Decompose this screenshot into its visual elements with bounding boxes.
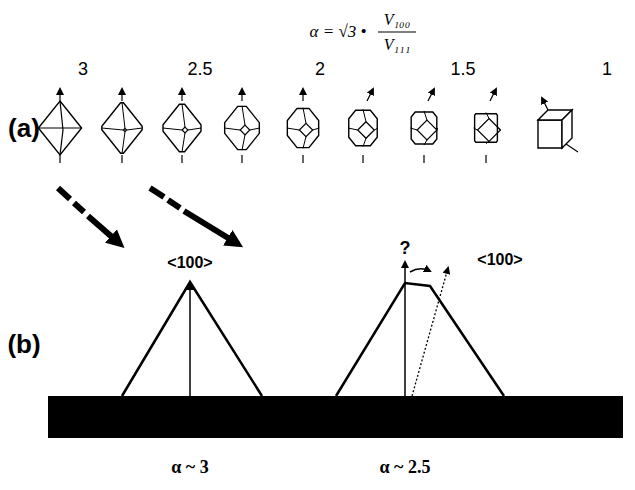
crystal-stroke — [348, 128, 358, 130]
crystal-stroke — [374, 128, 378, 130]
crystal-stroke — [250, 128, 260, 130]
crystal-stroke — [38, 127, 81, 128]
crystal-stroke — [122, 103, 125, 129]
crystal-stroke — [127, 128, 143, 130]
crystal-stroke — [122, 132, 125, 154]
crystal-stroke — [410, 128, 417, 130]
crystal-stroke — [303, 108, 306, 124]
alpha-value: 1 — [602, 60, 612, 80]
crystal-stroke — [123, 128, 126, 131]
panel-label: (b) — [7, 330, 40, 359]
annotation: α ~ 2.5 — [380, 458, 431, 478]
crystal-stroke — [302, 155, 303, 163]
crystal-stroke — [358, 122, 375, 139]
alpha-value: 3 — [78, 60, 88, 80]
crystal-stroke — [121, 155, 122, 163]
annotation: ? — [400, 239, 411, 259]
alpha-value: 1.5 — [450, 60, 475, 80]
crystal-stroke — [423, 155, 424, 163]
cross-sections — [122, 262, 504, 396]
crystal-stroke — [428, 89, 434, 101]
crystal-stroke — [299, 123, 312, 136]
annotation: <100> — [477, 251, 522, 269]
crystal-stroke — [242, 135, 245, 150]
crystal-stroke — [424, 111, 427, 120]
crystal-stroke — [478, 119, 501, 142]
substrate — [48, 396, 623, 438]
crystal-stroke — [188, 128, 201, 130]
crystal-stroke — [362, 155, 363, 163]
annotation: <100> — [167, 254, 212, 272]
crystal-stroke — [102, 128, 124, 130]
crystal-stroke — [225, 106, 260, 149]
crystal-stroke — [182, 133, 185, 152]
crystal-stroke — [498, 128, 500, 130]
alpha-value: 2 — [315, 60, 325, 80]
crystal-stroke — [486, 112, 489, 118]
crystal-stroke — [542, 98, 548, 110]
crystal-stroke — [485, 155, 486, 163]
crystal-stroke — [163, 128, 182, 130]
crystal-stroke — [182, 127, 188, 133]
crystal-stroke — [181, 89, 182, 101]
crystal-stroke — [60, 101, 63, 130]
crystal-stroke — [538, 120, 562, 148]
formula-term: V₁₀₀ — [384, 11, 410, 29]
crystal-stroke — [241, 89, 242, 101]
crystal-stroke — [566, 144, 578, 152]
crystal-stroke — [486, 141, 489, 143]
fraction-bar — [378, 31, 416, 32]
panel-label: (a) — [8, 114, 40, 143]
crystal-stroke — [224, 128, 240, 130]
crystal-stroke — [163, 104, 201, 151]
transition-arrows — [58, 188, 238, 244]
crystal-stroke — [424, 140, 427, 145]
crystal-stroke — [59, 155, 60, 163]
crystal-stroke — [490, 89, 496, 101]
crystal-stroke — [287, 128, 300, 130]
crystal-stroke — [102, 103, 142, 153]
annotation: α ~ 3 — [171, 458, 208, 478]
crystal-stroke — [59, 89, 60, 101]
alpha-value: 2.5 — [187, 60, 212, 80]
crystal-stroke — [121, 89, 122, 101]
crystal-stroke — [60, 130, 63, 155]
crystal-stroke — [303, 137, 306, 149]
crystal-stroke — [241, 155, 242, 163]
crystal-stroke — [562, 110, 572, 148]
crystal-stroke — [182, 104, 185, 127]
crystal-stroke — [363, 138, 366, 146]
formula-term: α = √3 • — [310, 23, 367, 42]
crystal-stroke — [349, 110, 377, 146]
formula-term: V₁₁₁ — [384, 36, 410, 54]
crystal-shapes — [38, 89, 578, 163]
crystal-stroke — [417, 120, 437, 140]
crystal-stroke — [287, 108, 318, 147]
crystal-stroke — [313, 128, 320, 130]
crystal-stroke — [436, 128, 438, 130]
crystal-stroke — [363, 109, 366, 121]
crystal-stroke — [411, 112, 437, 144]
crystal-stroke — [367, 89, 373, 101]
crystal-stroke — [240, 125, 250, 135]
crystal-stroke — [181, 155, 182, 163]
crystal-stroke — [38, 101, 81, 155]
crystal-stroke — [242, 106, 245, 125]
crystal-stroke — [302, 89, 303, 101]
crystal-stroke — [474, 128, 478, 130]
